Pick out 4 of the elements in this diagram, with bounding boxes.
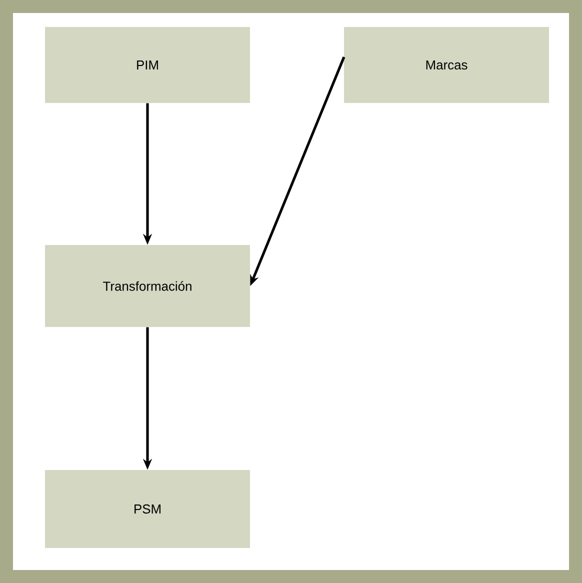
process-box: PSM [45,470,250,548]
process-box: Marcas [344,27,549,103]
process-box: Transformación [45,245,250,327]
process-box: PIM [45,27,250,103]
